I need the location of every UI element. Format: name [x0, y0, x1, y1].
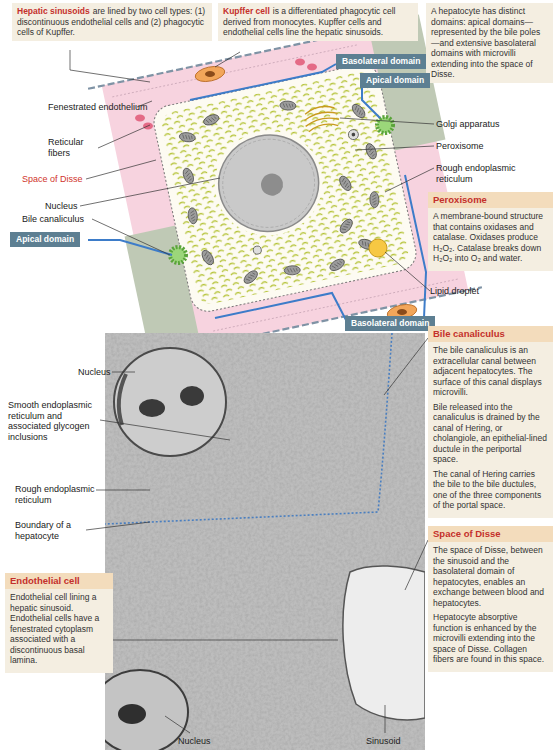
- part-label: Lipid droplet: [430, 286, 479, 297]
- box-heading: Kupffer cell: [223, 6, 270, 16]
- box-text: Endothelial cell lining a hepatic sinuso…: [5, 592, 113, 666]
- part-label: Nucleus: [45, 201, 78, 212]
- part-label: Fenestrated endothelium: [48, 102, 148, 113]
- part-label: Boundary of a hepatocyte: [15, 520, 85, 541]
- kupffer-cell: [194, 64, 226, 84]
- bile-canaliculus-microvilli: [377, 117, 393, 133]
- part-label: Sinusoid: [366, 736, 401, 747]
- tag-text: Apical domain: [366, 75, 424, 86]
- mitochondrion: [179, 132, 196, 143]
- mitochondrion: [364, 142, 378, 160]
- nucleolus: [118, 704, 146, 724]
- micrograph-nucleus: [114, 348, 226, 456]
- tag-text: Apical domain: [16, 234, 74, 245]
- box-text: Hepatocyte absorptive function is enhanc…: [428, 612, 553, 665]
- nucleolus: [180, 386, 204, 406]
- peroxisome-core: [351, 132, 355, 136]
- bile-canaliculus-microvilli: [170, 247, 186, 263]
- kupffer-nucleus: [397, 309, 407, 315]
- tag-text: Basolateral domain: [351, 318, 429, 329]
- red-blood-cell: [295, 59, 305, 66]
- mitochondrion: [328, 257, 346, 273]
- mitochondrion: [187, 207, 198, 224]
- mitochondrion: [280, 101, 296, 111]
- domain-tag: Apical domain: [360, 73, 430, 88]
- part-label: Golgi apparatus: [436, 119, 500, 130]
- box-text: The space of Disse, between the sinusoid…: [428, 545, 553, 608]
- part-label: Space of Disse: [22, 174, 83, 185]
- part-label: Rough endoplasmic reticulum: [15, 484, 97, 505]
- domain-tag: Basolateral domain: [336, 54, 426, 69]
- leader-line: [70, 50, 434, 291]
- leader-line: [86, 338, 428, 733]
- box-heading: Endothelial cell: [5, 573, 113, 589]
- perinuclear-zone: [205, 121, 332, 245]
- rough-er: [159, 70, 411, 307]
- red-blood-cell: [307, 64, 317, 71]
- box-heading: Space of Disse: [428, 526, 553, 542]
- box-text: The canal of Hering carries the bile to …: [428, 469, 553, 511]
- mitochondrion: [284, 266, 300, 276]
- box-heading: Hepatic sinusoids: [17, 6, 90, 16]
- sinusoid-lumen: [343, 566, 425, 720]
- heterochromatin: [119, 374, 126, 425]
- mitochondrion: [350, 102, 367, 120]
- part-label: Rough endoplasmic reticulum: [436, 163, 536, 184]
- kupffer-nucleus: [205, 71, 215, 77]
- callout-box: Kupffer cellis a differentiated phagocyt…: [218, 3, 418, 41]
- mitochondrion: [181, 167, 195, 185]
- domain-tag: Apical domain: [10, 232, 80, 247]
- callout-box: Space of DisseThe space of Disse, betwee…: [428, 526, 553, 672]
- callout-box: Endothelial cellEndothelial cell lining …: [5, 573, 113, 673]
- peroxisome: [347, 129, 359, 141]
- box-text: Bile released into the canaliculus is dr…: [428, 402, 553, 465]
- lipid-droplet: [369, 239, 387, 257]
- mitochondrion: [202, 113, 220, 127]
- red-blood-cell: [135, 115, 145, 122]
- callout-box: Hepatic sinusoidsare lined by two cell t…: [12, 3, 212, 41]
- domain-tag: Basolateral domain: [345, 316, 435, 331]
- mitochondrion: [242, 268, 260, 285]
- hepatocyte-boundary: [105, 333, 392, 524]
- box-text: A membrane-bound structure that contains…: [428, 211, 553, 264]
- part-label: Bile canaliculus: [22, 214, 84, 225]
- part-label: Nucleus: [178, 736, 211, 747]
- nucleolus: [259, 172, 285, 198]
- part-label: Smooth endoplasmic reticulum and associa…: [8, 400, 100, 442]
- tag-text: Basolateral domain: [342, 56, 420, 67]
- part-label: Nucleus: [78, 367, 111, 378]
- nucleolus: [139, 399, 165, 417]
- part-label: Peroxisome: [436, 141, 484, 152]
- mitochondrion: [370, 192, 380, 208]
- peroxisome: [253, 245, 262, 254]
- mitochondrion: [337, 174, 353, 192]
- box-heading: Bile canaliculus: [428, 326, 553, 342]
- mitochondrion: [200, 248, 216, 266]
- nuclear-envelope: [215, 131, 323, 236]
- nucleus: [210, 126, 328, 241]
- micrograph-nucleus: [105, 670, 188, 750]
- box-heading: Peroxisome: [428, 192, 553, 208]
- box-text: The bile canaliculus is an extracellular…: [428, 345, 553, 398]
- callout-box: Peroxisome A membrane-bound structure tha…: [428, 192, 553, 271]
- mitochondrion: [338, 217, 355, 235]
- callout-box: Bile canaliculusThe bile canaliculus is …: [428, 326, 553, 518]
- golgi-apparatus: [302, 104, 340, 133]
- callout-box: A hepatocyte has distinct domains: apica…: [426, 3, 553, 83]
- box-text: A hepatocyte has distinct domains: apica…: [431, 6, 548, 80]
- part-label: Reticular fibers: [48, 137, 98, 158]
